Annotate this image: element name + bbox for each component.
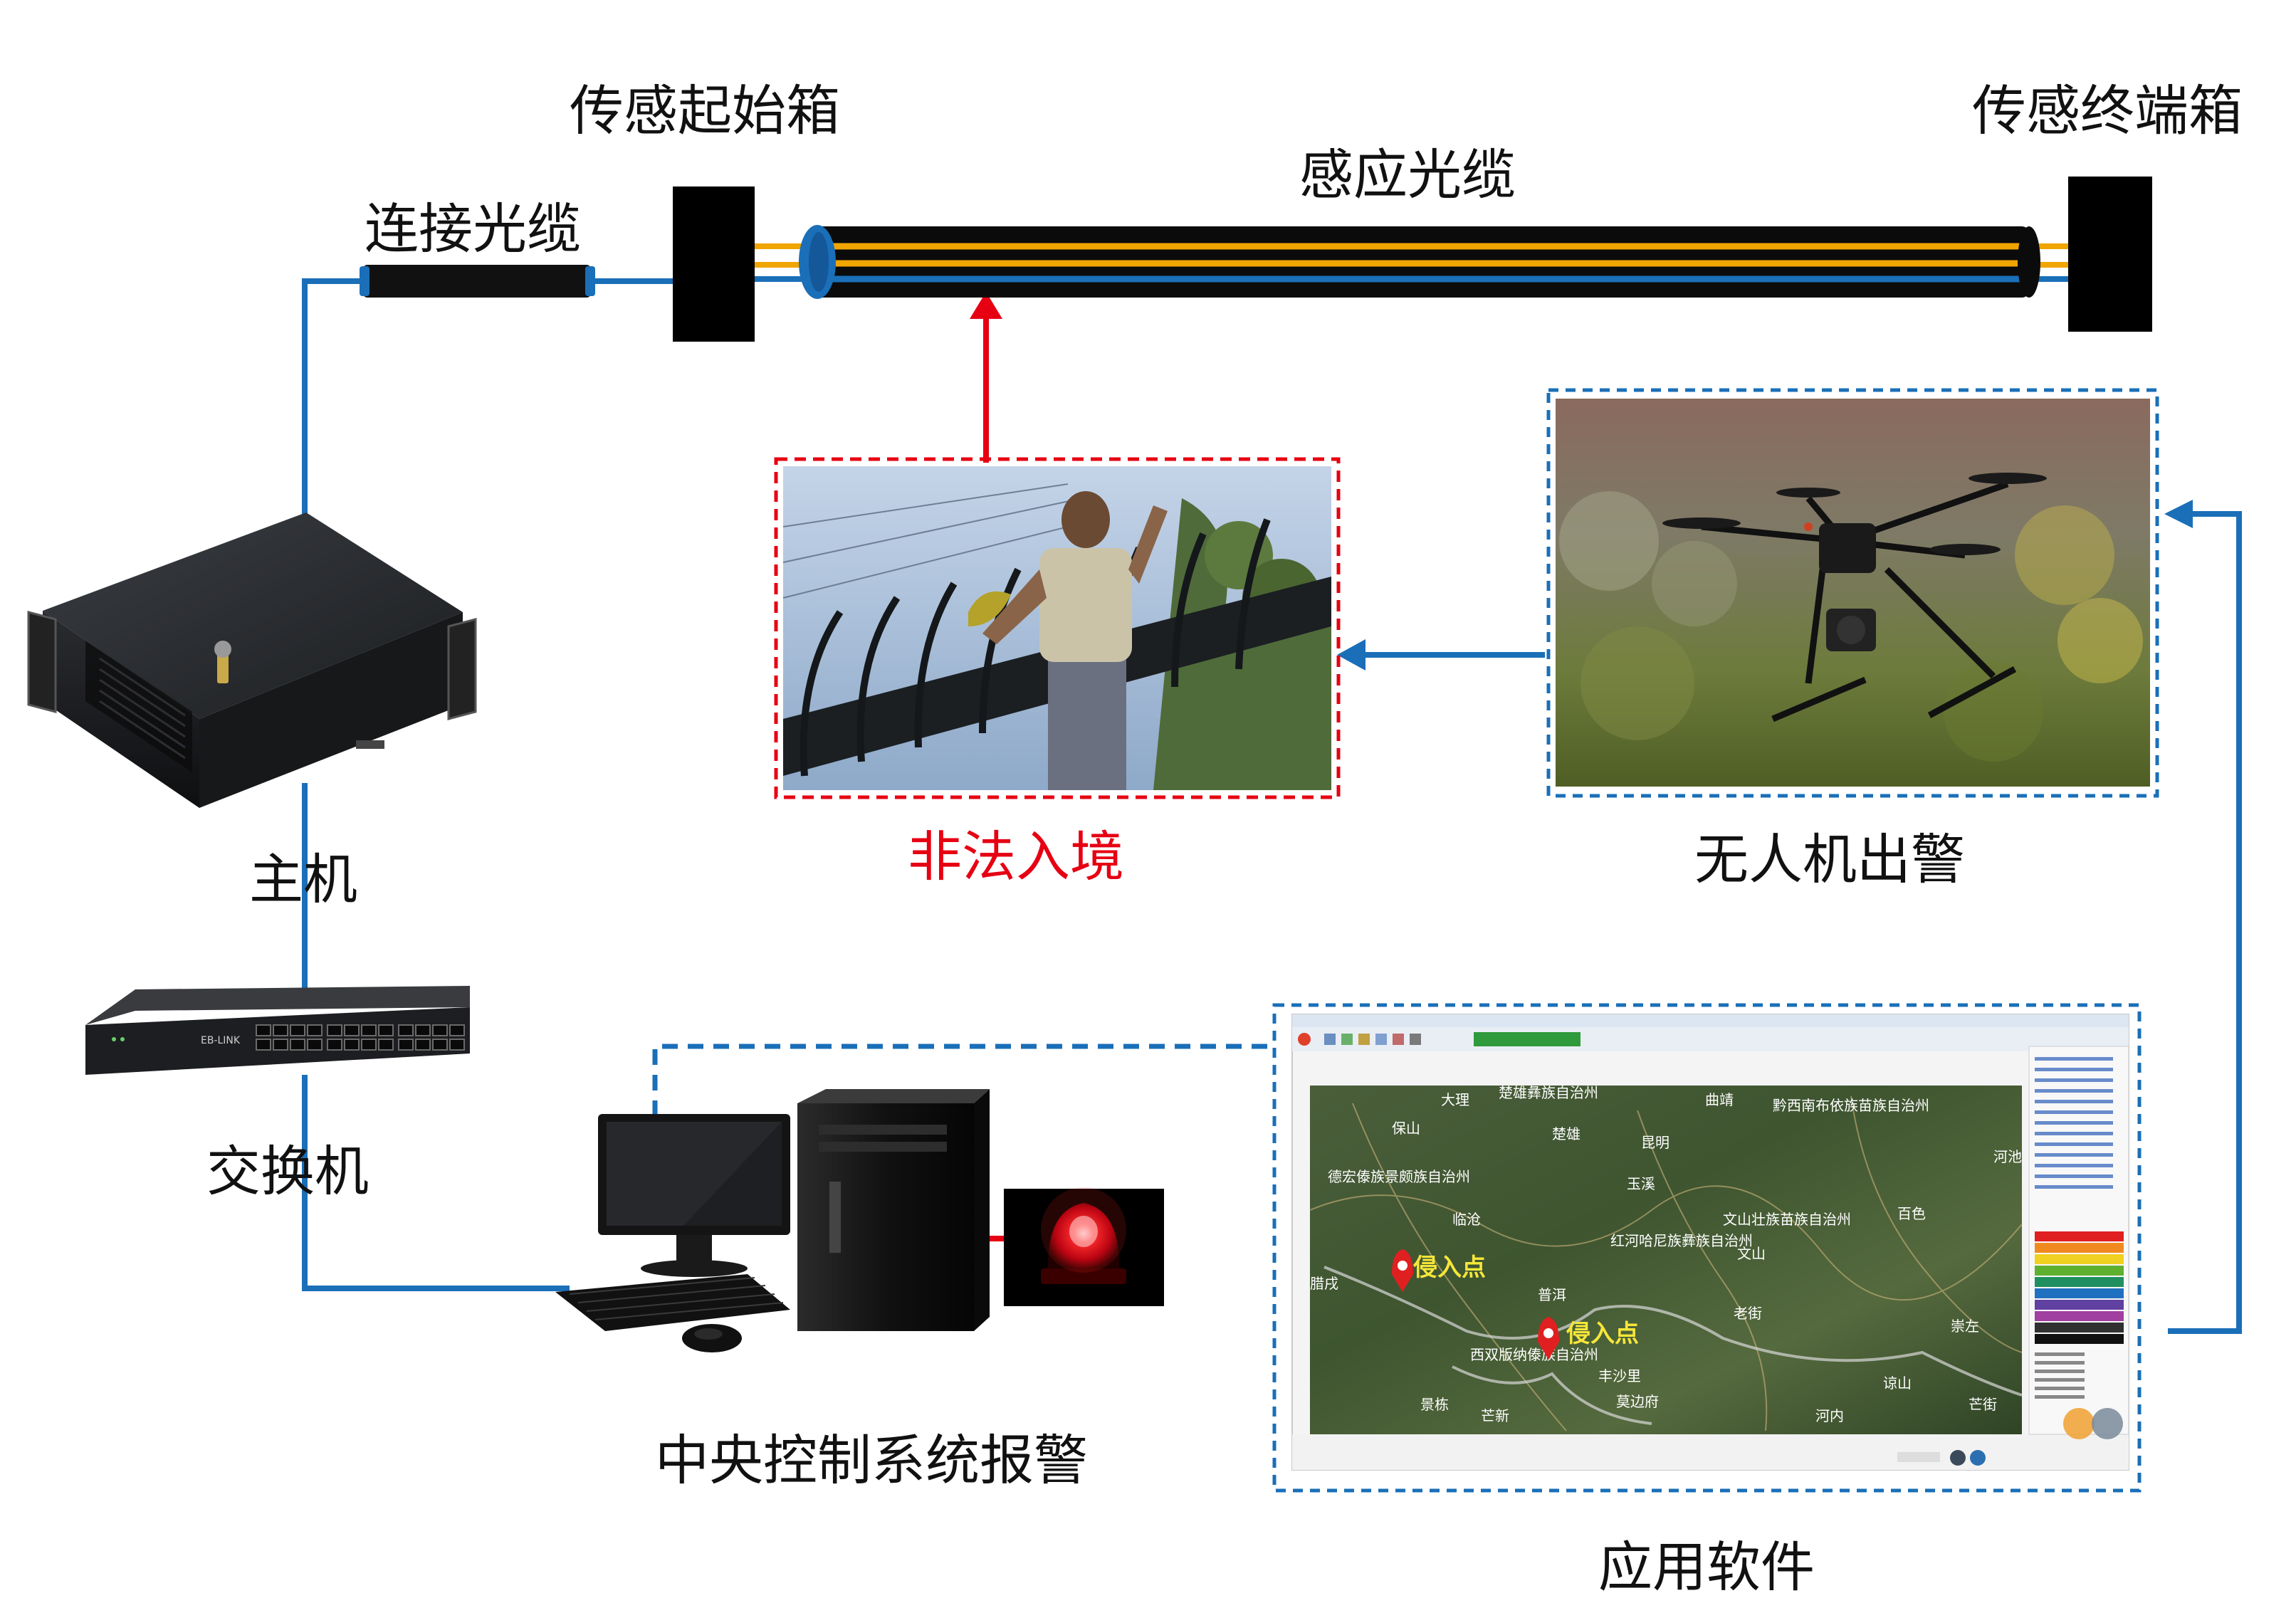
software-screenshot [1291,1014,2129,1471]
place-label: 谅山 [1883,1375,1912,1392]
place-label: 玉溪 [1627,1175,1655,1192]
place-label: 楚雄 [1552,1125,1581,1142]
software-to-drone-line [2168,511,2242,1334]
place-label: 景栋 [1420,1396,1449,1413]
map-marker-2: 侵入点 [1538,1317,1639,1360]
place-label: 黔西南布依族苗族自治州 [1773,1097,1929,1114]
place-label: 崇左 [1951,1318,1979,1335]
place-label: 大理 [1441,1091,1469,1108]
place-label: 百色 [1897,1205,1926,1222]
place-label: 河内 [1815,1407,1844,1424]
place-label: 文山壮族苗族自治州 [1723,1211,1851,1228]
place-label: 西双版纳傣族自治州 [1470,1346,1598,1363]
label-drone: 无人机出警 [1694,828,1965,891]
place-label: 楚雄彝族自治州 [1499,1084,1598,1101]
network-switch: EB-LINK [85,986,470,1075]
connection-lines [302,278,2242,1334]
intrusion-arrow-head [970,292,1002,319]
marker-label: 侵入点 [1412,1254,1486,1282]
switch-brand-text: EB-LINK [201,1035,241,1046]
drone-photo [1556,399,2150,787]
place-label: 普洱 [1538,1286,1566,1303]
drone-frame [1546,388,2159,798]
label-host: 主机 [249,848,357,911]
place-label: 河池 [1993,1148,2022,1165]
sensing-cable [748,225,2079,299]
place-label: 文山 [1737,1245,1766,1262]
place-label: 腊戌 [1310,1275,1338,1292]
place-label: 临沧 [1452,1211,1481,1228]
label-sensing-cable: 感应光缆 [1299,143,1516,206]
sensing-end-box [2068,177,2152,332]
place-label: 保山 [1392,1120,1420,1137]
arrow-to-intrusion [1337,639,1365,671]
place-label: 芒新 [1481,1407,1509,1424]
place-label: 莫边府 [1616,1393,1659,1410]
label-start-box: 传感起始箱 [570,79,840,142]
alarm-siren [1004,1187,1164,1306]
host-server [27,513,477,808]
software-frame [1272,1003,2142,1493]
marker-label: 侵入点 [1566,1320,1639,1348]
place-label: 老街 [1734,1305,1762,1322]
intrusion-frame [774,457,1341,799]
central-pc [555,1089,990,1352]
label-switch: 交换机 [206,1140,369,1203]
place-label: 曲靖 [1705,1091,1734,1108]
label-end-box: 传感终端箱 [1972,79,2243,142]
place-label: 丰沙里 [1598,1367,1641,1384]
map-marker-1: 侵入点 [1392,1249,1486,1292]
software-to-pc-dashed-line [652,1044,1267,1132]
map-place-names: 大理 楚雄彝族自治州 曲靖 黔西南布依族苗族自治州 保山 楚雄 昆明 玉溪 德宏… [1310,1084,2022,1424]
connect-cable [360,265,595,298]
switch-to-pc-line [302,1075,570,1291]
label-intrusion: 非法入境 [908,825,1124,888]
place-label: 昆明 [1641,1134,1669,1151]
label-central-alarm: 中央控制系统报警 [655,1429,1088,1492]
arrow-to-drone [2164,500,2193,528]
intrusion-photo [782,466,1331,790]
host-to-cable-line [302,278,363,520]
place-label: 红河哈尼族彝族自治州 [1610,1232,1753,1249]
place-label: 芒街 [1969,1396,1997,1413]
label-connect-cable: 连接光缆 [365,197,581,261]
sensing-start-box [673,186,755,342]
place-label: 德宏傣族景颇族自治州 [1328,1168,1470,1185]
label-software: 应用软件 [1598,1535,1815,1599]
